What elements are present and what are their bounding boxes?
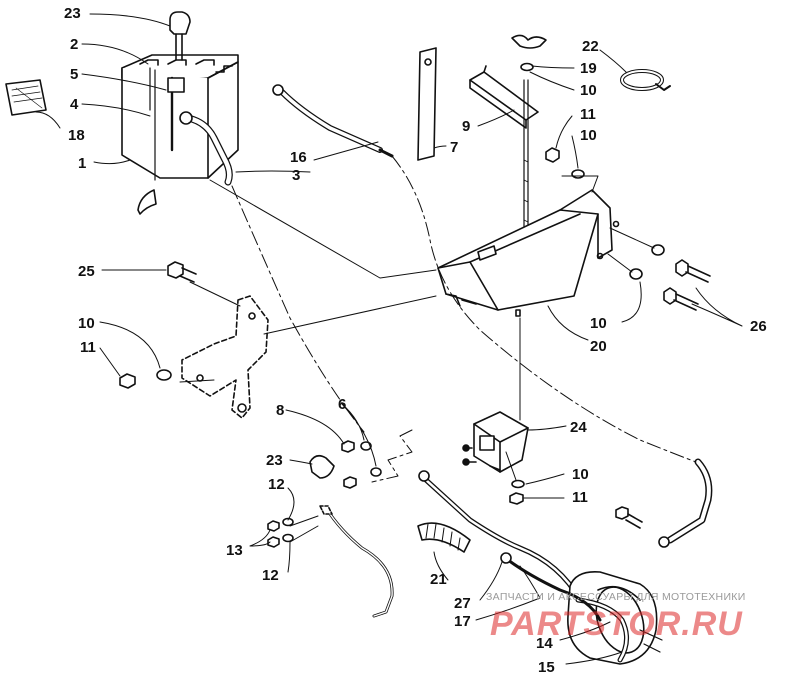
ground-cable — [658, 458, 713, 548]
negative-cable — [179, 111, 233, 186]
callout-5: 5 — [70, 66, 79, 83]
callout-23-b: 23 — [266, 452, 283, 469]
starter-solenoid — [462, 411, 529, 473]
callout-14: 14 — [536, 635, 553, 652]
callout-23: 23 — [64, 5, 81, 22]
reference-lines — [179, 175, 655, 543]
rubber-boot — [417, 522, 471, 553]
callout-21: 21 — [430, 571, 447, 588]
ground-bolt — [615, 506, 643, 529]
nut — [119, 373, 136, 389]
callout-10-a: 10 — [580, 82, 597, 99]
callout-11-c: 11 — [572, 489, 588, 506]
watermark-logo: PARTSTOR.RU — [490, 605, 743, 643]
battery-tray — [437, 189, 620, 317]
callout-6: 6 — [338, 396, 347, 413]
callout-22: 22 — [582, 38, 599, 55]
callout-10-e: 10 — [572, 466, 589, 483]
washer — [571, 169, 585, 179]
callout-12-a: 12 — [268, 476, 285, 493]
terminal-cap — [169, 11, 191, 61]
watermark: ЗАПЧАСТИ И АКСЕССУАРЫ ДЛЯ МОТОТЕХНИКИ PA… — [486, 591, 786, 671]
callout-18: 18 — [68, 127, 85, 144]
top-bracket — [469, 65, 539, 129]
callout-9: 9 — [462, 118, 471, 135]
callout-24: 24 — [570, 419, 587, 436]
callout-4: 4 — [70, 96, 79, 113]
callout-13: 13 — [226, 542, 243, 559]
callout-leaders — [35, 13, 743, 665]
terminal-hardware — [341, 440, 382, 489]
nut — [545, 147, 560, 163]
callout-12-b: 12 — [262, 567, 279, 584]
harness-wire — [324, 506, 394, 618]
callout-1: 1 — [78, 155, 87, 172]
positive-cable — [272, 84, 394, 158]
callout-10-c: 10 — [78, 315, 95, 332]
wing-nut — [511, 34, 547, 49]
callout-16: 16 — [290, 149, 307, 166]
mount-bracket — [181, 295, 269, 419]
callout-11-a: 11 — [580, 106, 596, 123]
callout-20: 20 — [590, 338, 607, 355]
warning-decal — [5, 79, 47, 116]
vent-tube — [137, 189, 157, 215]
callout-19: 19 — [580, 60, 597, 77]
callout-7: 7 — [450, 139, 459, 156]
callout-11-b: 11 — [80, 339, 96, 356]
washer — [156, 369, 172, 381]
callout-27: 27 — [454, 595, 471, 612]
terminal-boot — [309, 454, 335, 479]
tray-bolts — [629, 244, 711, 311]
callout-2: 2 — [70, 36, 79, 53]
callout-25: 25 — [78, 263, 95, 280]
watermark-caption: ЗАПЧАСТИ И АКСЕССУАРЫ ДЛЯ МОТОТЕХНИКИ — [486, 591, 746, 603]
callout-8: 8 — [276, 402, 285, 419]
small-nuts — [267, 517, 294, 548]
callout-3: 3 — [292, 167, 301, 184]
washer — [520, 62, 534, 72]
nut — [509, 492, 524, 505]
starter-cable — [418, 470, 583, 603]
hose-clamp — [620, 69, 671, 91]
callout-10-d: 10 — [590, 315, 607, 332]
mount-bolt — [167, 261, 197, 283]
callout-10-b: 10 — [580, 127, 597, 144]
battery — [121, 54, 239, 181]
starter-lead — [506, 558, 602, 622]
callout-26: 26 — [750, 318, 767, 335]
washer — [511, 479, 525, 489]
lead-washer — [500, 552, 512, 564]
routing-lines — [231, 155, 697, 483]
callout-17: 17 — [454, 613, 471, 630]
callout-15: 15 — [538, 659, 555, 676]
hold-down-strap — [417, 47, 437, 161]
